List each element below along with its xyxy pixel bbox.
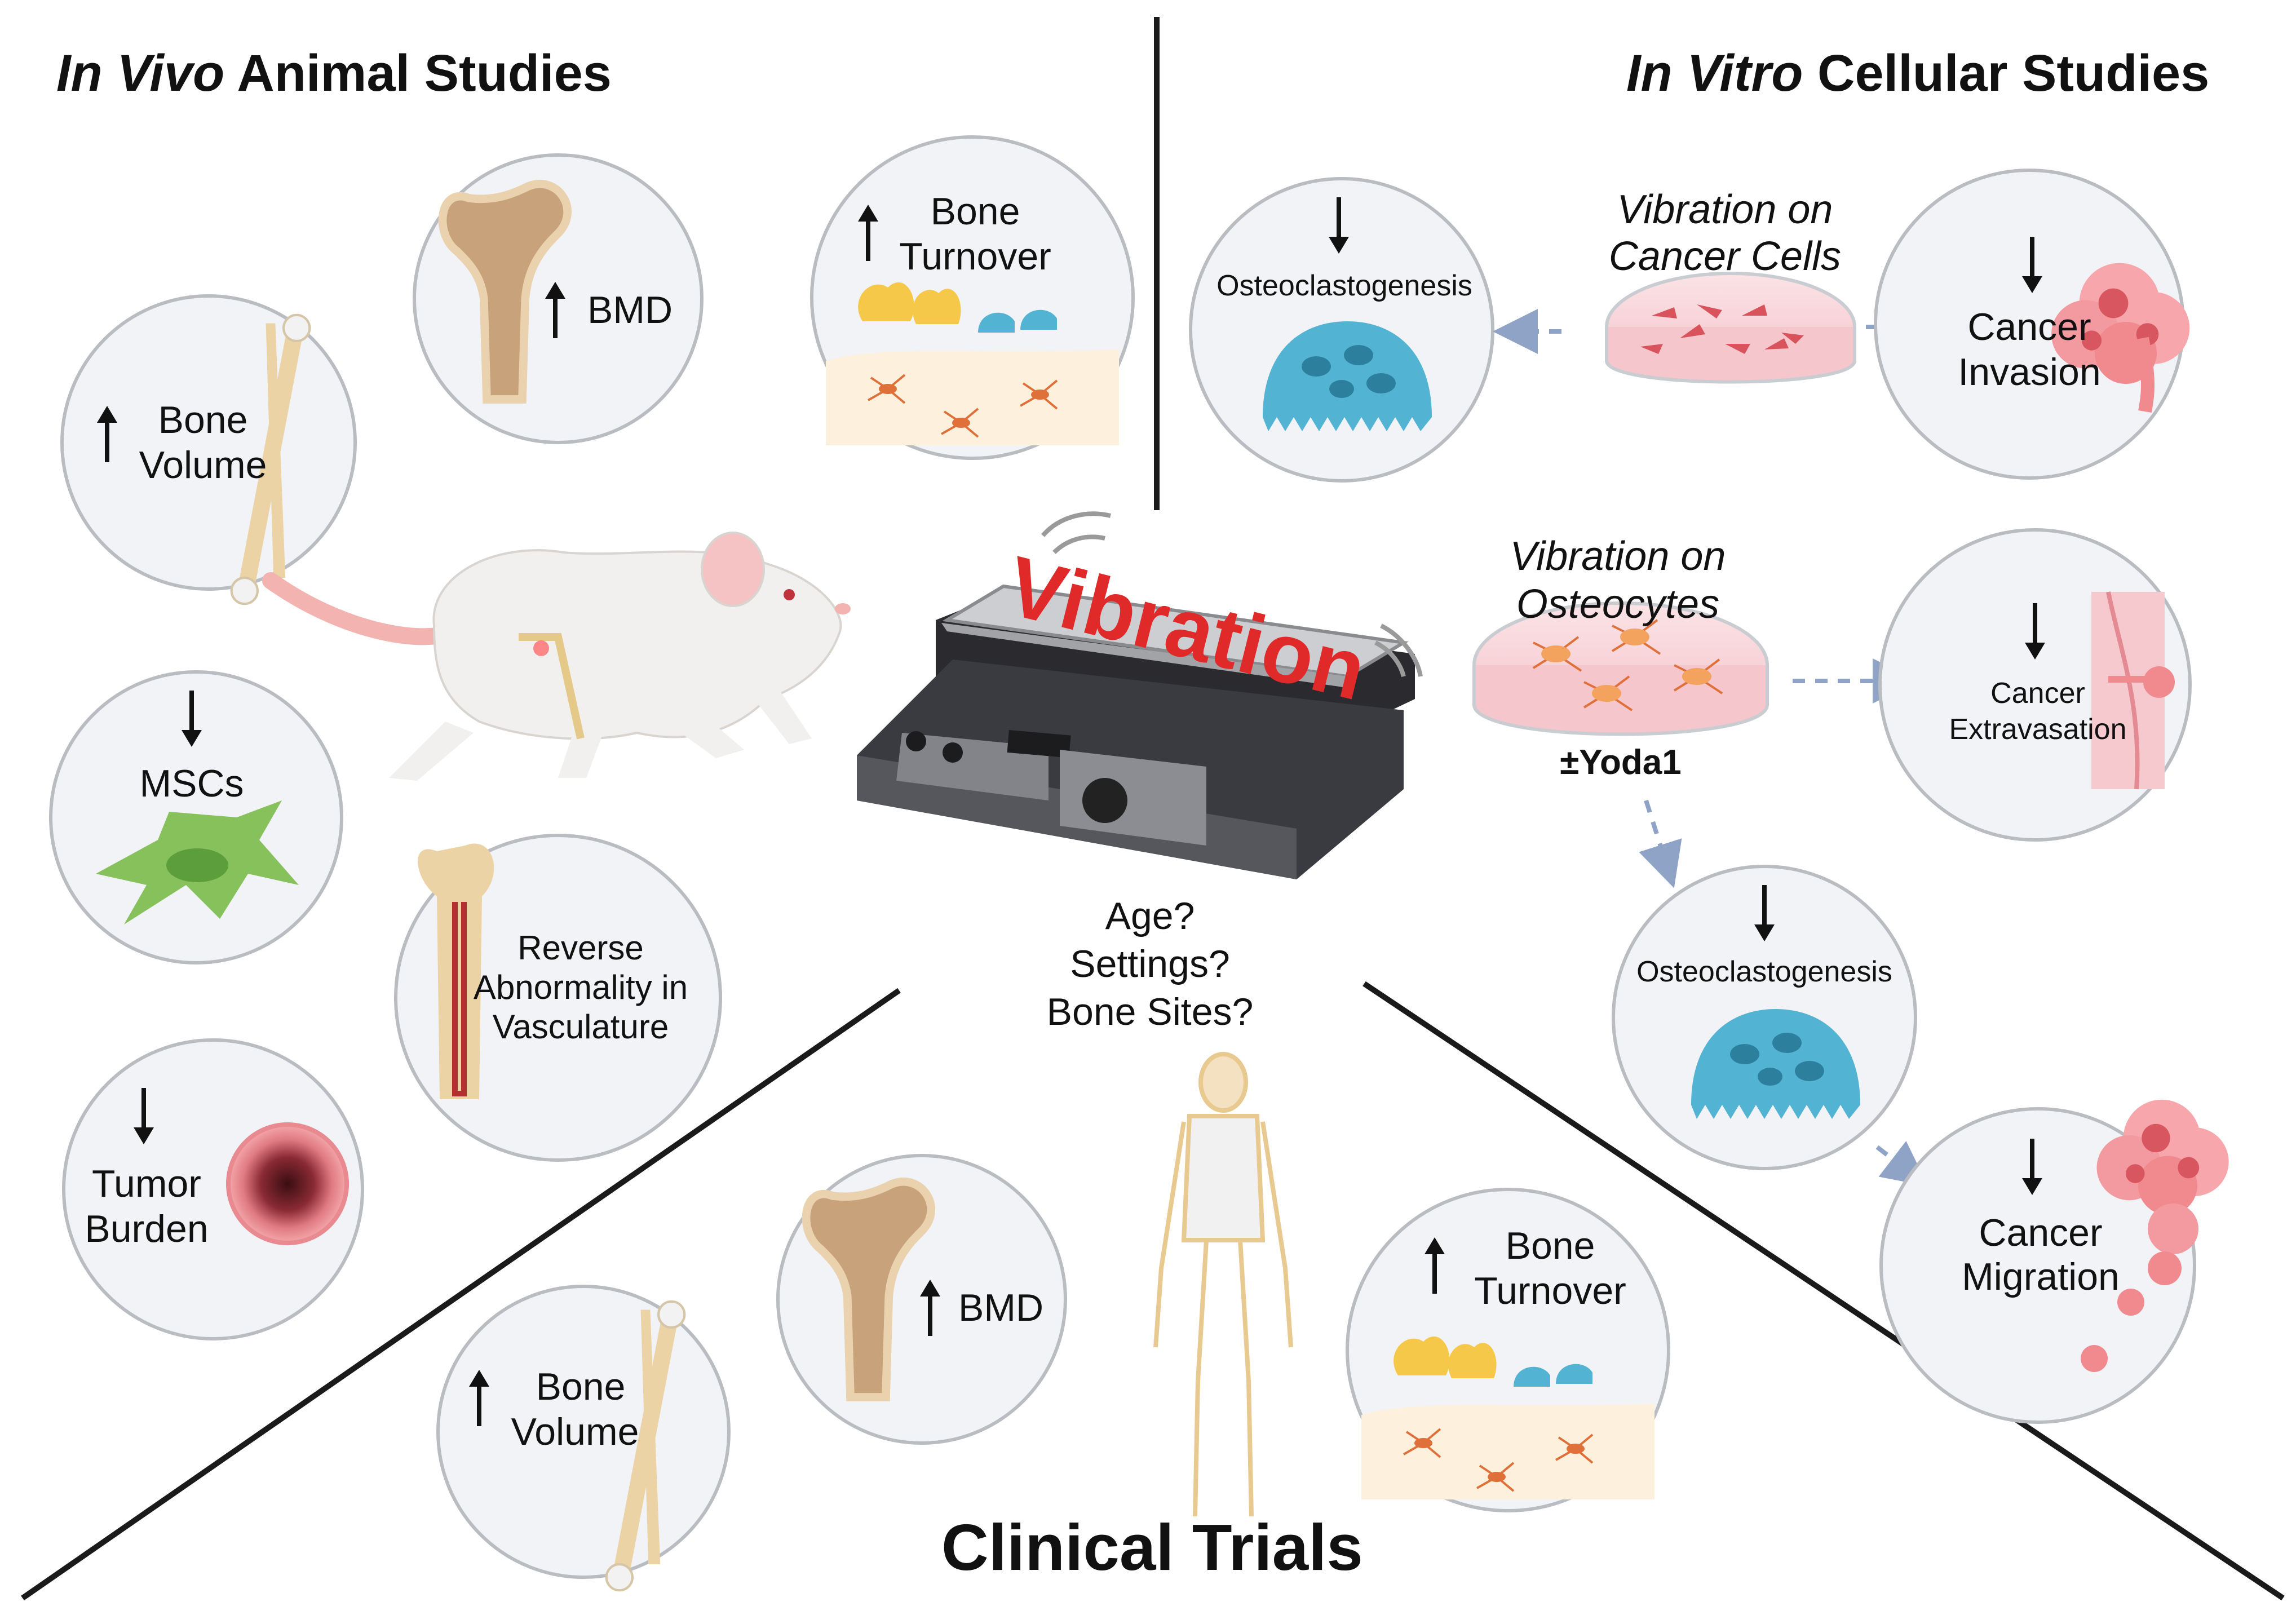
in-vivo-turnover-circle: [810, 135, 1135, 460]
in-vivo-turnover-label-2: Turnover: [899, 235, 1051, 278]
in-vivo-vasculature-circle: [394, 834, 722, 1162]
clinical-heading: Clinical Trials: [941, 1511, 1363, 1584]
osteoclasto-label-1: Osteoclastogenesis: [1216, 269, 1472, 302]
clinical-bone-volume-circle: [436, 1285, 731, 1590]
in-vitro-extravasation-circle: [1878, 528, 2192, 842]
in-vivo-volume-label-1: Bone: [158, 399, 248, 441]
vib-cancer-label-2: Cancer Cells: [1608, 234, 1842, 279]
tumor-label-2: Burden: [85, 1207, 209, 1250]
in-vivo-tumor-circle: [62, 1038, 364, 1340]
question-settings: Settings?: [1070, 943, 1230, 985]
clinical-volume-label-2: Volume: [511, 1410, 639, 1453]
blood-vessel-icon: [2091, 592, 2165, 789]
cancer-cells-icon: [1640, 304, 1804, 354]
petri-dish-cancer: [1605, 272, 1856, 384]
osteoclasto-label-2: Osteoclastogenesis: [1636, 955, 1892, 988]
vasc-label-3: Vasculature: [492, 1008, 669, 1046]
mscs-label: MSCs: [139, 762, 244, 805]
clinical-turnover-label-2: Turnover: [1474, 1269, 1626, 1312]
in-vitro-heading-italic: In Vitro: [1626, 45, 1803, 102]
clinical-turnover-circle: [1346, 1188, 1670, 1512]
petri-dish-osteocytes: [1472, 601, 1769, 736]
mouse-icon: [262, 532, 851, 781]
vib-osteo-label-1: Vibration on: [1510, 534, 1726, 579]
divider-lines: [21, 17, 2285, 1601]
in-vitro-heading-rest: Cellular Studies: [1803, 45, 2210, 102]
invasion-label-2: Invasion: [1958, 351, 2101, 393]
vasc-label-2: Abnormality in: [473, 968, 688, 1006]
dashed-arrow: [1639, 799, 1682, 888]
in-vitro-invasion-circle: [1874, 169, 2190, 480]
clinical-bmd-circle: [776, 1154, 1067, 1445]
vasc-label-1: Reverse: [517, 929, 644, 967]
in-vivo-bone-volume-circle: [60, 294, 357, 604]
clinical-turnover-label-1: Bone: [1505, 1224, 1595, 1267]
question-bone-sites: Bone Sites?: [1046, 990, 1254, 1033]
vib-osteo-label-2: Osteocytes: [1516, 582, 1720, 627]
extrav-label-1: Cancer: [1990, 677, 2085, 710]
in-vivo-heading-rest: Animal Studies: [224, 45, 612, 102]
in-vivo-mscs-circle: [49, 670, 343, 964]
clinical-volume-label-1: Bone: [536, 1365, 626, 1408]
tumor-label-1: Tumor: [92, 1162, 201, 1205]
in-vitro-osteoclasto-circle-2: [1612, 865, 1917, 1170]
dashed-arrow: [1875, 1141, 1928, 1187]
in-vivo-heading: In Vivo Animal Studies: [56, 46, 612, 101]
tumor-icon: [226, 1122, 349, 1245]
shaker-icon: [857, 511, 1423, 879]
in-vivo-volume-label-2: Volume: [139, 444, 267, 486]
in-vivo-turnover-label-1: Bone: [930, 190, 1020, 233]
invasion-label-1: Cancer: [1967, 306, 2091, 348]
femur-vessel-icon: [418, 843, 494, 1099]
in-vitro-migration-circle: [1879, 1099, 2229, 1424]
osteocytes-icon: [1532, 619, 1723, 711]
in-vivo-bmd-circle: [413, 153, 704, 444]
skeleton-icon: [1153, 1052, 1293, 1517]
in-vitro-heading: In Vitro Cellular Studies: [1626, 46, 2209, 101]
extrav-label-2: Extravasation: [1949, 713, 2127, 746]
migration-label-2: Migration: [1962, 1255, 2120, 1298]
vib-cancer-label-1: Vibration on: [1617, 187, 1833, 232]
migration-label-1: Cancer: [1979, 1211, 2103, 1254]
in-vitro-osteoclasto-circle-1: [1189, 177, 1494, 483]
in-vivo-heading-italic: In Vivo: [56, 45, 225, 102]
in-vivo-bmd-label: BMD: [587, 289, 673, 331]
question-age: Age?: [1105, 895, 1195, 937]
yoda-label: ±Yoda1: [1560, 743, 1682, 782]
clinical-bmd-label: BMD: [958, 1286, 1044, 1329]
